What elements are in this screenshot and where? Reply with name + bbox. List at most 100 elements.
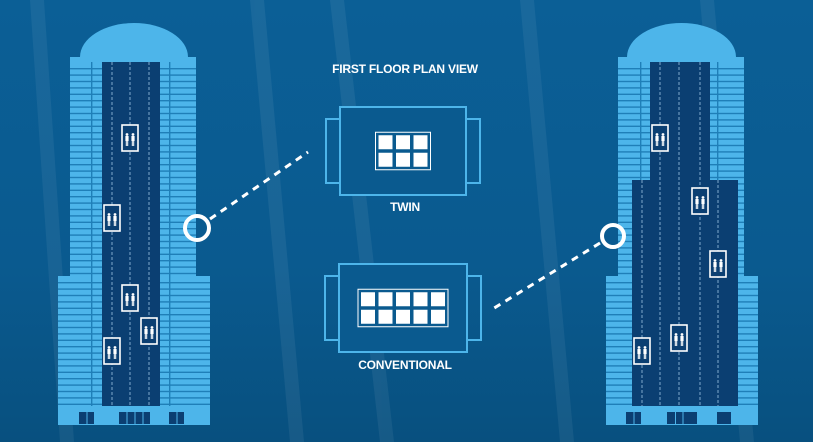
- passenger-body: [655, 136, 659, 141]
- passenger-body: [701, 199, 705, 204]
- passenger-head: [113, 213, 117, 216]
- elevator-cab-square: [378, 292, 393, 307]
- passenger-head: [643, 346, 647, 349]
- passenger-leg: [109, 221, 111, 226]
- passenger-leg: [131, 301, 133, 306]
- passenger-body: [674, 336, 678, 341]
- elevator-cab-square: [413, 292, 428, 307]
- passenger-head: [719, 259, 723, 262]
- passenger-leg: [113, 354, 115, 359]
- elevator-cab-square: [413, 309, 428, 324]
- elevator-cab-frame: [670, 324, 688, 352]
- elevator-cab-square: [396, 292, 410, 307]
- passenger-leg: [719, 267, 721, 272]
- passenger-body: [131, 296, 135, 301]
- passenger-leg: [131, 141, 133, 146]
- elevator-cab-square: [378, 135, 393, 150]
- passenger-head: [107, 346, 111, 349]
- elevator-cab-square: [361, 309, 375, 324]
- light-streak: [250, 0, 304, 442]
- plan-side-wing-left: [325, 118, 341, 184]
- passenger-leg: [152, 334, 154, 339]
- passenger-head: [661, 133, 665, 136]
- elevator-core: [632, 180, 738, 406]
- plan-side-wing-right: [465, 118, 481, 184]
- elevator-cab-square: [396, 152, 410, 167]
- passenger-body: [125, 136, 129, 141]
- window-mullion: [176, 412, 178, 424]
- passenger-leg: [715, 267, 717, 272]
- elevator-cab-frame: [633, 337, 651, 365]
- passenger-leg: [663, 141, 665, 146]
- elevator-cab-icon: [651, 124, 669, 152]
- twin-floor-plan: [325, 106, 481, 196]
- passenger-leg: [144, 334, 146, 339]
- passenger-body: [713, 262, 717, 267]
- passenger-leg: [721, 267, 723, 272]
- passenger-body: [113, 349, 117, 354]
- passenger-leg: [680, 341, 682, 346]
- passenger-body: [661, 136, 665, 141]
- passenger-head: [674, 333, 678, 336]
- elevator-cab-frame: [140, 317, 158, 345]
- passenger-head: [655, 133, 659, 136]
- window-mullion: [134, 412, 136, 424]
- passenger-leg: [703, 204, 705, 209]
- conventional-floor-plan: [324, 263, 482, 353]
- roof-band: [70, 57, 196, 62]
- left-tower: [58, 23, 210, 425]
- connector-dashed-line-left: [209, 150, 309, 221]
- facade-divider: [169, 62, 171, 406]
- passenger-leg: [127, 301, 129, 306]
- passenger-head: [713, 259, 717, 262]
- passenger-body: [125, 296, 129, 301]
- elevator-cab-icon: [103, 204, 121, 232]
- elevator-cab-icon: [633, 337, 651, 365]
- elevator-cab-frame: [691, 187, 709, 215]
- elevator-cab-square: [396, 135, 410, 150]
- elevator-cab-icon: [140, 317, 158, 345]
- passenger-body: [695, 199, 699, 204]
- dome: [80, 23, 188, 57]
- passenger-body: [643, 349, 647, 354]
- plan-outline: [339, 106, 467, 196]
- passenger-head: [150, 326, 154, 329]
- passenger-leg: [125, 141, 127, 146]
- elevator-cab-square: [413, 152, 428, 167]
- passenger-body: [680, 336, 684, 341]
- plan-side-wing-right: [466, 275, 482, 341]
- passenger-leg: [697, 204, 699, 209]
- passenger-leg: [657, 141, 659, 146]
- passenger-body: [637, 349, 641, 354]
- passenger-head: [125, 133, 129, 136]
- passenger-leg: [676, 341, 678, 346]
- right-tower: [606, 23, 758, 425]
- roof-band: [618, 57, 744, 62]
- elevator-cab-square: [378, 152, 393, 167]
- elevator-cab-frame: [121, 284, 139, 312]
- conventional-label: CONVENTIONAL: [358, 358, 452, 372]
- elevator-cab-icon: [691, 187, 709, 215]
- passenger-head: [680, 333, 684, 336]
- passenger-body: [113, 216, 117, 221]
- passenger-body: [719, 262, 723, 267]
- passenger-leg: [115, 221, 117, 226]
- callout-circle-right: [600, 223, 626, 249]
- elevator-cab-square: [431, 292, 445, 307]
- connector-dashed-line-right: [490, 241, 601, 312]
- elevator-cab-frame: [651, 124, 669, 152]
- plan-outline: [338, 263, 468, 353]
- elevator-cab-square: [396, 309, 410, 324]
- passenger-leg: [109, 354, 111, 359]
- passenger-body: [131, 136, 135, 141]
- elevator-cab-icon: [103, 337, 121, 365]
- light-streak: [520, 0, 574, 442]
- elevator-cab-icon: [121, 124, 139, 152]
- passenger-head: [131, 293, 135, 296]
- passenger-leg: [125, 301, 127, 306]
- dome: [627, 23, 736, 58]
- elevator-cab-frame: [103, 337, 121, 365]
- elevator-bank-outline: [375, 131, 431, 171]
